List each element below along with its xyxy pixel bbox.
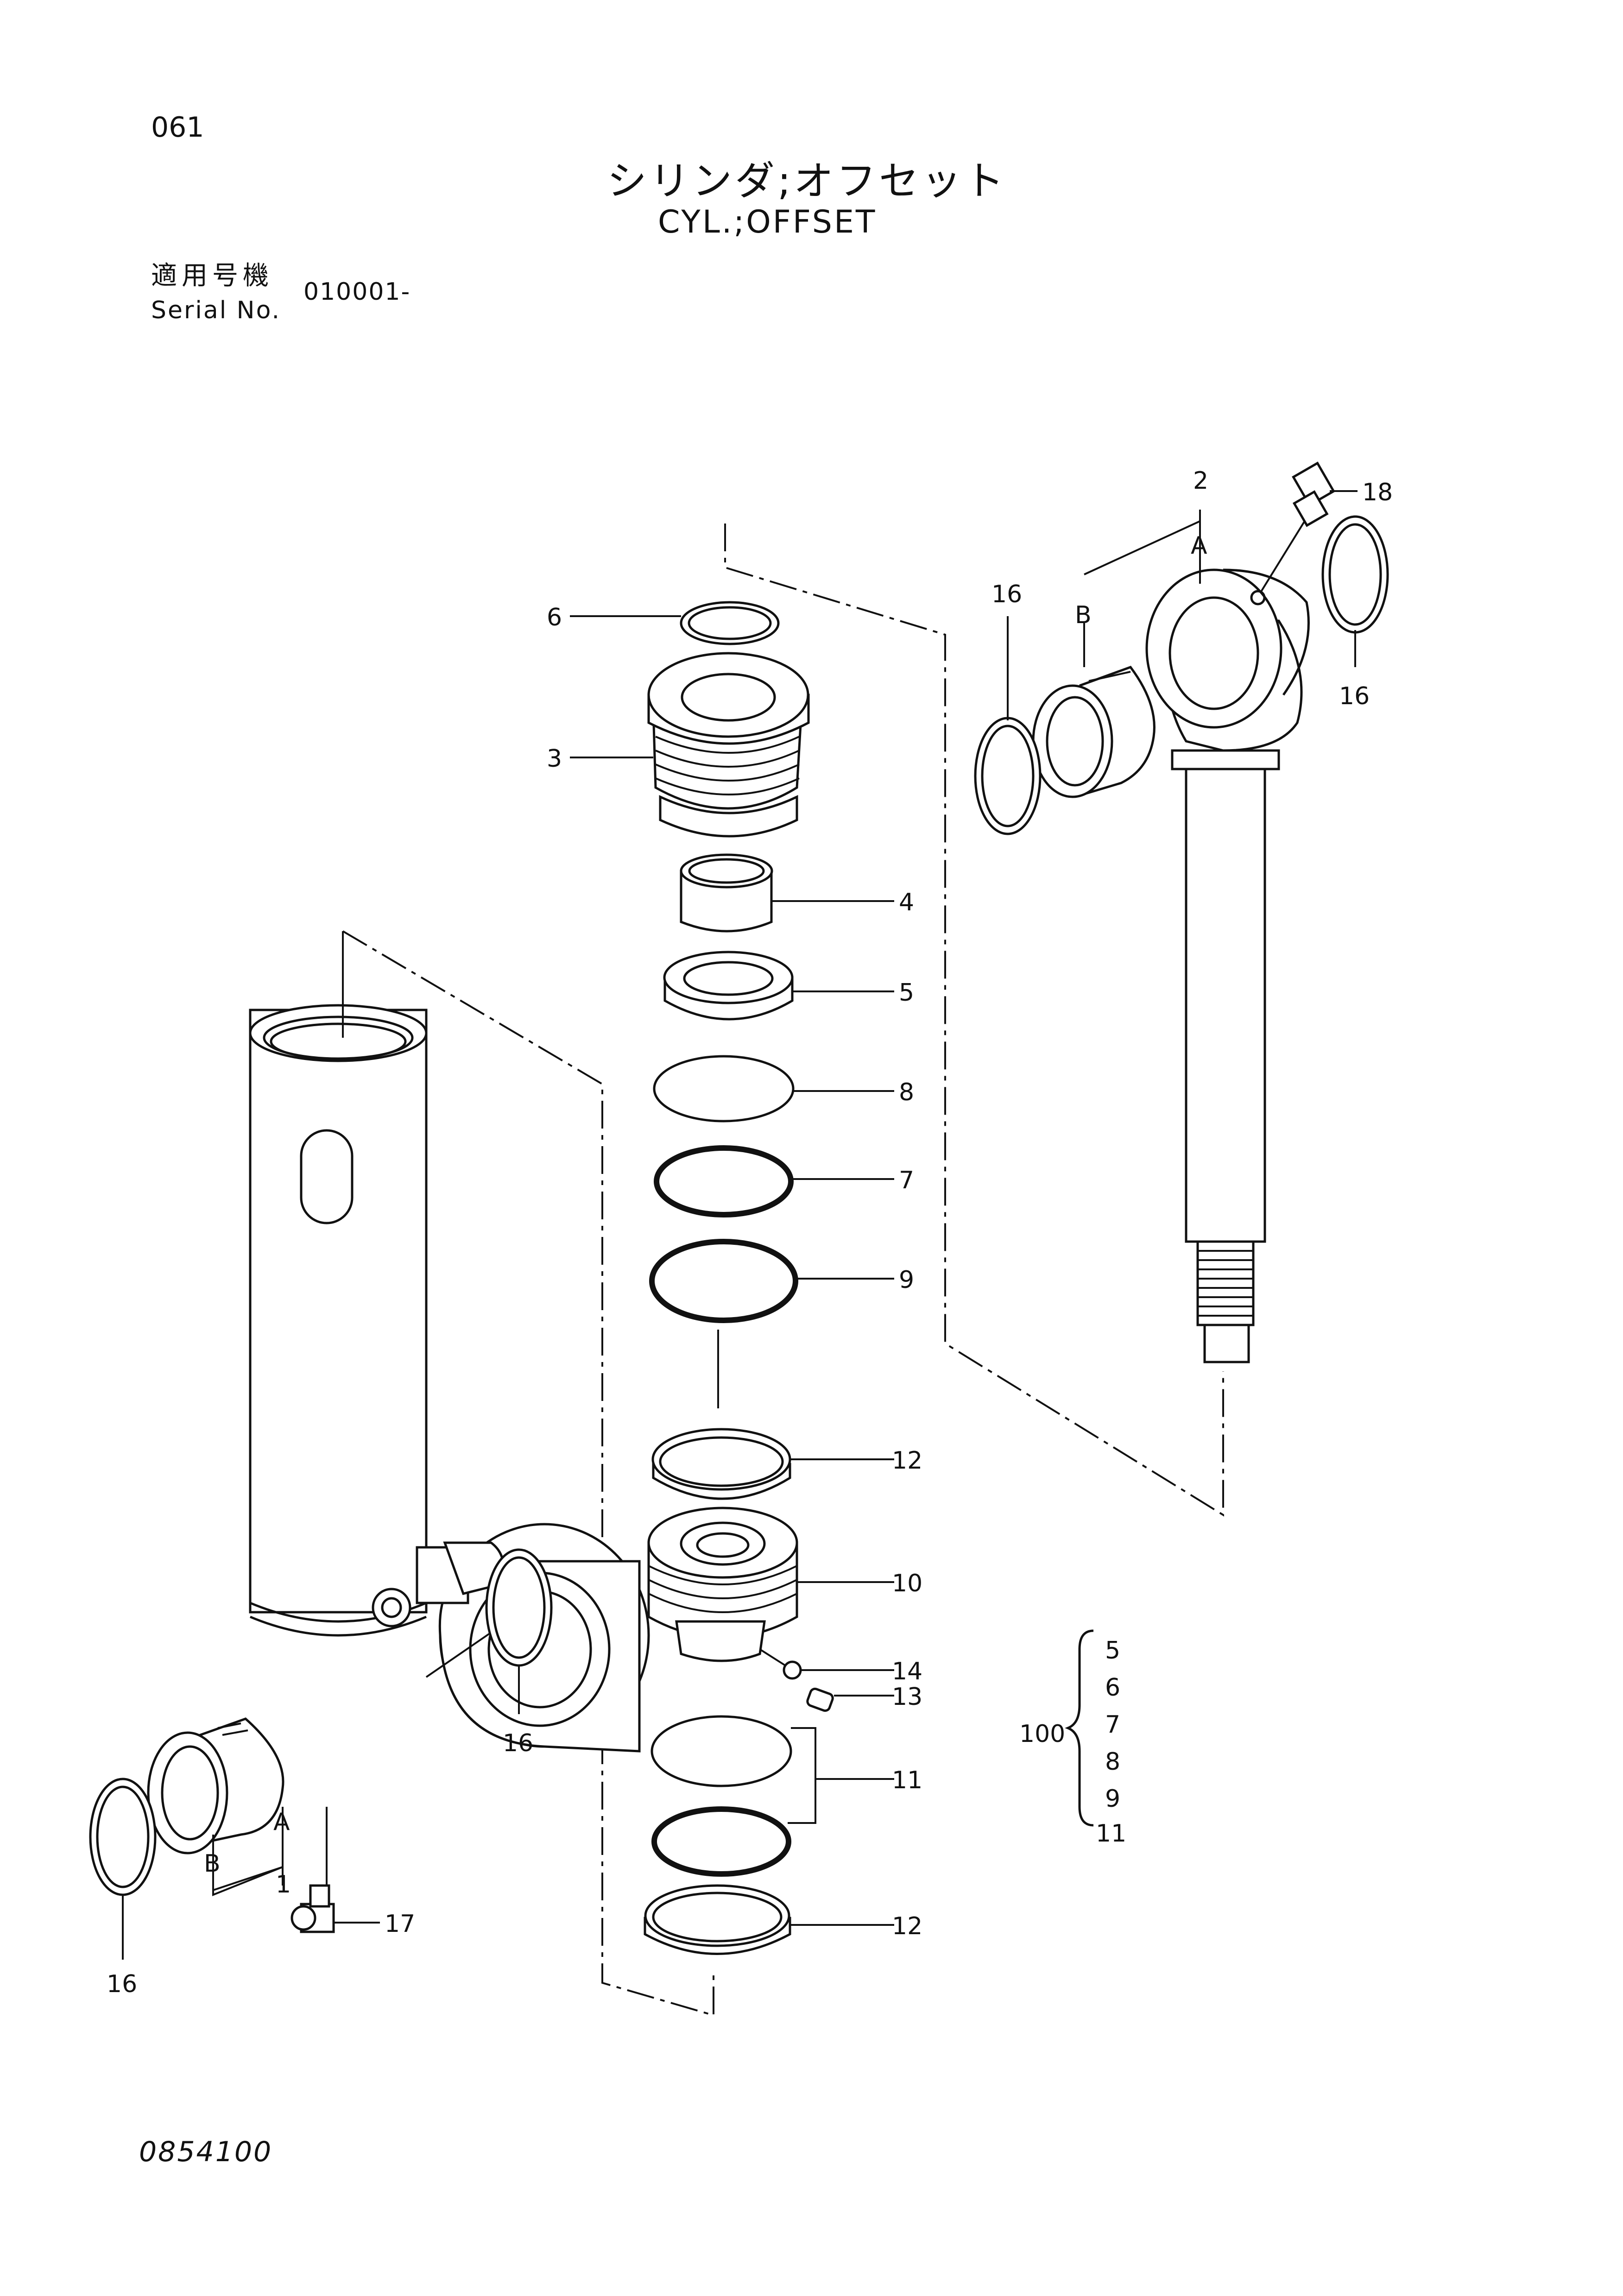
grease-fitting-18 <box>1292 461 1335 527</box>
assembly-lines <box>342 524 1224 2017</box>
kit-item-6: 11 <box>1096 1820 1126 1848</box>
callout-12-lower: 12 <box>892 1912 922 1940</box>
callout-16-upper-left: 16 <box>991 580 1022 608</box>
callout-2: 2 <box>1193 467 1208 495</box>
page-number: 061 <box>151 111 204 144</box>
callout-16-middle: 16 <box>503 1729 533 1757</box>
serial-label-english: Serial No. <box>151 296 281 324</box>
callout-17: 17 <box>385 1910 415 1938</box>
bushing-b-right <box>1032 666 1156 798</box>
kit-brace <box>1065 1629 1094 1827</box>
bushing-b-left <box>147 1717 284 1854</box>
callout-18: 18 <box>1362 479 1393 506</box>
callout-14: 14 <box>892 1658 922 1685</box>
dust-seal-16-near-tube <box>485 1548 553 1667</box>
leader-lines <box>122 490 1358 1960</box>
o-ring-7 <box>654 1145 794 1217</box>
piston-10 <box>647 1507 798 1662</box>
kit-item-1: 5 <box>1105 1637 1120 1665</box>
kit-number: 100 <box>1019 1720 1065 1748</box>
callout-13: 13 <box>892 1683 922 1711</box>
callout-12-upper: 12 <box>892 1447 922 1475</box>
cylinder-tube-part-1 <box>249 931 650 1753</box>
callout-4: 4 <box>899 889 914 916</box>
steel-ball-14 <box>759 1648 802 1680</box>
rod-cover-3 <box>647 652 810 838</box>
callout-11: 11 <box>892 1766 922 1794</box>
drawing-number: 0854100 <box>139 2136 273 2168</box>
callout-7: 7 <box>899 1167 914 1194</box>
serial-label-japanese: 適用号機 <box>151 261 273 291</box>
wear-ring-12-upper <box>651 1428 791 1500</box>
callout-3: 3 <box>547 745 562 773</box>
kit-item-2: 6 <box>1105 1674 1120 1702</box>
seal-6 <box>680 601 780 645</box>
piston-rod-part-2 <box>1145 513 1310 1363</box>
kit-item-3: 7 <box>1105 1711 1120 1739</box>
callout-10: 10 <box>892 1570 922 1597</box>
callout-a-right: A <box>1191 532 1207 560</box>
back-up-ring-11 <box>650 1715 792 1787</box>
seal-5 <box>663 951 794 1021</box>
callout-b-right: B <box>1075 601 1092 629</box>
dust-seal-16-right-b <box>1321 515 1389 634</box>
kit-item-5: 9 <box>1105 1785 1120 1813</box>
callout-5: 5 <box>899 979 914 1007</box>
callout-a-left: A <box>273 1808 290 1836</box>
o-ring-9 <box>649 1239 798 1323</box>
kit-item-4: 8 <box>1105 1748 1120 1776</box>
callout-b-left: B <box>204 1850 221 1878</box>
grease-fitting-17 <box>290 1807 335 1933</box>
dust-seal-16-right-a <box>974 717 1042 835</box>
title-english: CYL.;OFFSET <box>658 204 877 240</box>
serial-number-value: 010001- <box>303 278 411 306</box>
callout-16-lower-left: 16 <box>107 1970 137 1998</box>
callout-labels: 1 2 3 4 5 6 7 8 9 10 11 12 12 13 14 16 1… <box>107 467 1393 1998</box>
wear-ring-12-lower <box>644 1884 791 1955</box>
o-ring-11 <box>651 1806 791 1877</box>
set-screw-13 <box>806 1687 834 1712</box>
dust-seal-16-lower-left <box>89 1778 157 1896</box>
callout-6: 6 <box>547 604 562 631</box>
bushing-4 <box>680 853 773 933</box>
title-japanese: シリンダ;オフセット <box>607 158 1007 204</box>
ring-8 <box>653 1055 795 1123</box>
callout-9: 9 <box>899 1266 914 1294</box>
callout-8: 8 <box>899 1079 914 1106</box>
callout-1: 1 <box>276 1871 291 1899</box>
callout-16-upper-right: 16 <box>1339 682 1370 710</box>
